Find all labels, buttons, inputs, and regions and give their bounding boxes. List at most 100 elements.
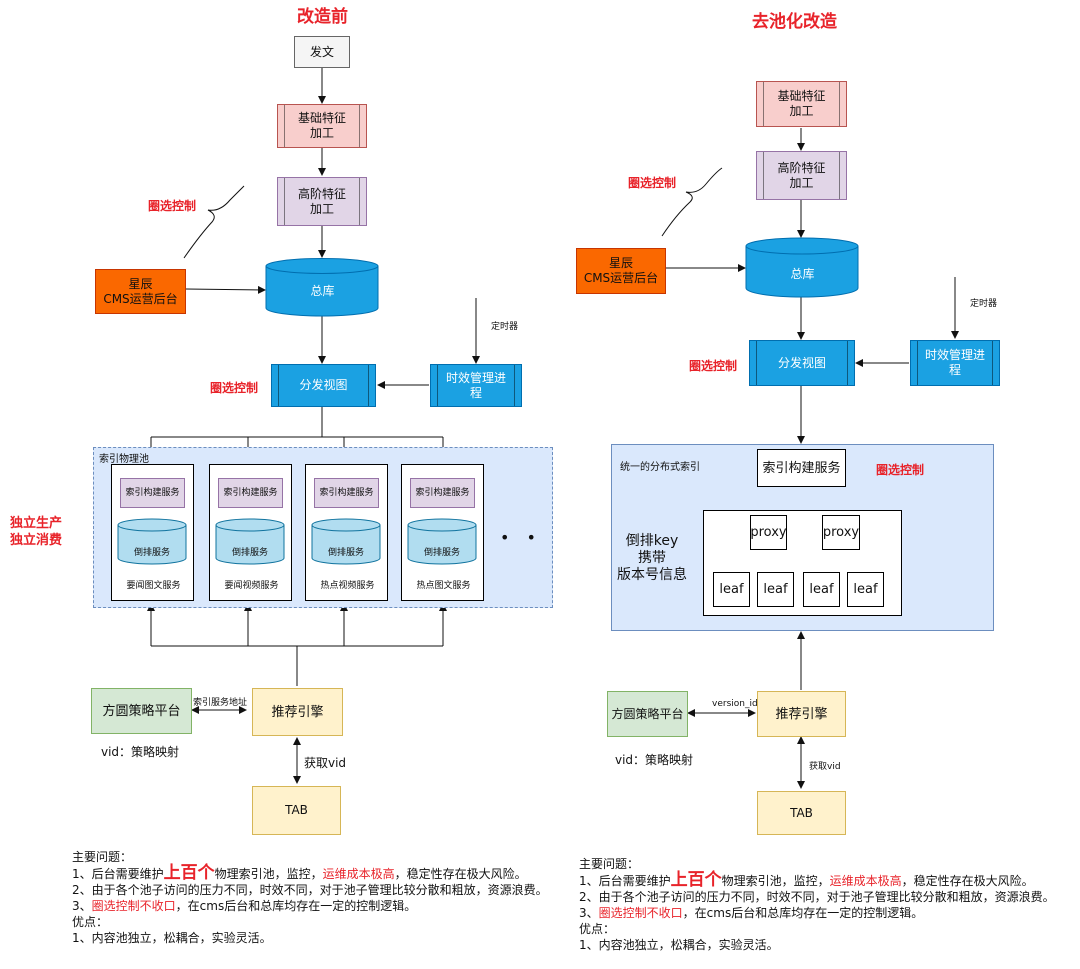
r-high-feature-line2: 加工 — [789, 175, 814, 190]
r-notes-line-2: 2、由于各个池子访问的压力不同，时效不同，对于池子管理比较分散和粗放，资源浪费。 — [579, 890, 1055, 904]
r-high-feature-node[interactable]: 高阶特征加工 — [756, 151, 847, 200]
leaf-node[interactable]: leaf — [847, 572, 884, 607]
r-timeliness-node[interactable]: 时效管理进程 — [910, 340, 1000, 386]
unified-index-label: 统一的分布式索引 — [620, 462, 700, 473]
pool-card[interactable]: 索引构建服务倒排服务热点图文服务 — [401, 464, 484, 601]
get-vid-label: 获取vid — [304, 756, 347, 770]
rec-engine-node[interactable]: 推荐引擎 — [252, 688, 343, 736]
leaf-node[interactable]: leaf — [803, 572, 840, 607]
pool-index-build[interactable]: 索引构建服务 — [120, 478, 185, 508]
r-circle-control-label-mid: 圈选控制 — [689, 359, 738, 373]
r-notes-line-1: 1、后台需要维护上百个物理索引池，监控，运维成本极高，稳定性存在极大风险。 — [579, 870, 1034, 890]
brace-left — [183, 185, 245, 259]
vid-map-label: vid：策略映射 — [101, 745, 180, 759]
timeliness-line1: 时效管理进 — [445, 370, 506, 385]
pool-card[interactable]: 索引构建服务倒排服务热点视频服务 — [305, 464, 388, 601]
r-notes-line-3: 3、圈选控制不收口，在cms后台和总库均存在一定的控制逻辑。 — [579, 906, 924, 920]
pool-service-name: 热点图文服务 — [416, 580, 471, 591]
r-rec-engine-node[interactable]: 推荐引擎 — [757, 691, 846, 737]
r-strategy-platform-node[interactable]: 方圆策略平台 — [607, 691, 688, 737]
r-high-feature-line1: 高阶特征 — [777, 160, 826, 175]
r-timer-label: 定时器 — [970, 299, 998, 309]
cms-line2: CMS运营后台 — [103, 291, 178, 306]
circle-control-label-top: 圈选控制 — [148, 199, 197, 213]
r-tab-node[interactable]: TAB — [757, 791, 846, 835]
timeliness-node[interactable]: 时效管理进程 — [430, 364, 522, 407]
pool-service-name: 热点视频服务 — [320, 580, 375, 591]
notes-line-2: 2、由于各个池子访问的压力不同，时效不同，对于池子管理比较分散和粗放，资源浪费。 — [72, 883, 548, 897]
r-index-build-label: 索引构建服务 — [762, 460, 841, 476]
circle-control-label-mid: 圈选控制 — [210, 381, 259, 395]
pool-inverted-db[interactable] — [215, 518, 285, 566]
inverted-line1: 倒排key — [625, 533, 679, 549]
high-feature-line2: 加工 — [309, 201, 334, 216]
r-dist-view-label: 分发视图 — [777, 355, 826, 370]
proxy-node-2[interactable]: proxy — [822, 515, 860, 550]
r-vid-map-label: vid：策略映射 — [615, 753, 694, 767]
r-dist-view-node[interactable]: 分发视图 — [749, 340, 855, 386]
r-notes-adv: 优点： — [579, 922, 616, 936]
leaf-node[interactable]: leaf — [713, 572, 750, 607]
high-feature-node[interactable]: 高阶特征加工 — [277, 177, 367, 226]
pool-index-build[interactable]: 索引构建服务 — [218, 478, 283, 508]
r-rec-engine-label: 推荐引擎 — [775, 706, 828, 722]
pool-inverted-label: 倒排服务 — [423, 547, 460, 558]
pool-inverted-db[interactable] — [407, 518, 477, 566]
version-id-label: version_id — [712, 699, 758, 709]
pool-service-name: 要闻视频服务 — [224, 580, 279, 591]
cms-line1: 星辰 — [128, 276, 153, 291]
tab-node[interactable]: TAB — [252, 786, 341, 835]
total-db-label: 总库 — [310, 283, 335, 298]
left-notes: 主要问题： 1、后台需要维护上百个物理索引池，监控，运维成本极高，稳定性存在极大… — [72, 849, 548, 946]
basic-feature-line1: 基础特征 — [297, 111, 346, 125]
r-cms-line2: CMS运营后台 — [583, 271, 659, 285]
notes-adv: 优点： — [72, 915, 109, 929]
total-db-node[interactable] — [265, 258, 380, 318]
pool-card[interactable]: 索引构建服务倒排服务要闻视频服务 — [209, 464, 292, 601]
r-strategy-label: 方圆策略平台 — [611, 706, 684, 721]
proxy-2-label: proxy — [822, 525, 860, 540]
rec-engine-label: 推荐引擎 — [271, 704, 324, 720]
pool-service-name: 要闻图文服务 — [126, 580, 181, 591]
independent-label: 独立生产 独立消费 — [10, 515, 62, 549]
edge-cms-to-db — [185, 285, 266, 294]
right-notes: 主要问题： 1、后台需要维护上百个物理索引池，监控，运维成本极高，稳定性存在极大… — [579, 856, 1055, 953]
proxy-1-label: proxy — [750, 525, 787, 540]
pool-card[interactable]: 索引构建服务倒排服务要闻图文服务 — [111, 464, 194, 601]
r-index-build-node[interactable]: 索引构建服务 — [757, 449, 846, 487]
pool-inverted-db[interactable] — [117, 518, 187, 566]
pool-inverted-label: 倒排服务 — [133, 547, 170, 558]
pool-index-build[interactable]: 索引构建服务 — [314, 478, 379, 508]
r-basic-feature-node[interactable]: 基础特征加工 — [756, 81, 847, 127]
notes-adv-1: 1、内容池独立，松耦合，实验灵活。 — [72, 931, 272, 945]
r-total-db-node[interactable] — [745, 237, 860, 299]
timeliness-line2: 程 — [469, 385, 482, 400]
ellipsis: • • — [500, 528, 542, 547]
right-title: 去池化改造 — [752, 12, 837, 32]
pool-inverted-db[interactable] — [311, 518, 381, 566]
r-cms-line1: 星辰 — [608, 256, 633, 270]
notes-line-3: 3、圈选控制不收口，在cms后台和总库均存在一定的控制逻辑。 — [72, 899, 417, 913]
post-node[interactable]: 发文 — [294, 36, 350, 68]
index-addr-label: 索引服务地址 — [193, 698, 248, 708]
r-circle-control-label-index: 圈选控制 — [876, 463, 925, 477]
left-title: 改造前 — [297, 7, 348, 27]
pool-inverted-label: 倒排服务 — [231, 547, 268, 558]
pool-index-build[interactable]: 索引构建服务 — [410, 478, 475, 508]
r-notes-adv-1: 1、内容池独立，松耦合，实验灵活。 — [579, 938, 779, 952]
r-timeliness-line2: 程 — [948, 363, 961, 377]
proxy-node-1[interactable]: proxy — [750, 515, 787, 550]
dist-view-node[interactable]: 分发视图 — [271, 364, 376, 407]
brace-right — [661, 167, 723, 237]
high-feature-line1: 高阶特征 — [297, 186, 346, 201]
timer-label: 定时器 — [491, 322, 519, 332]
independent-line1: 独立生产 — [10, 516, 63, 531]
post-label: 发文 — [309, 44, 334, 59]
r-timeliness-line1: 时效管理进 — [924, 348, 985, 362]
strategy-platform-node[interactable]: 方圆策略平台 — [91, 688, 192, 734]
leaf-node[interactable]: leaf — [757, 572, 794, 607]
basic-feature-node[interactable]: 基础特征加工 — [277, 104, 367, 148]
pool-label: 索引物理池 — [99, 454, 149, 465]
